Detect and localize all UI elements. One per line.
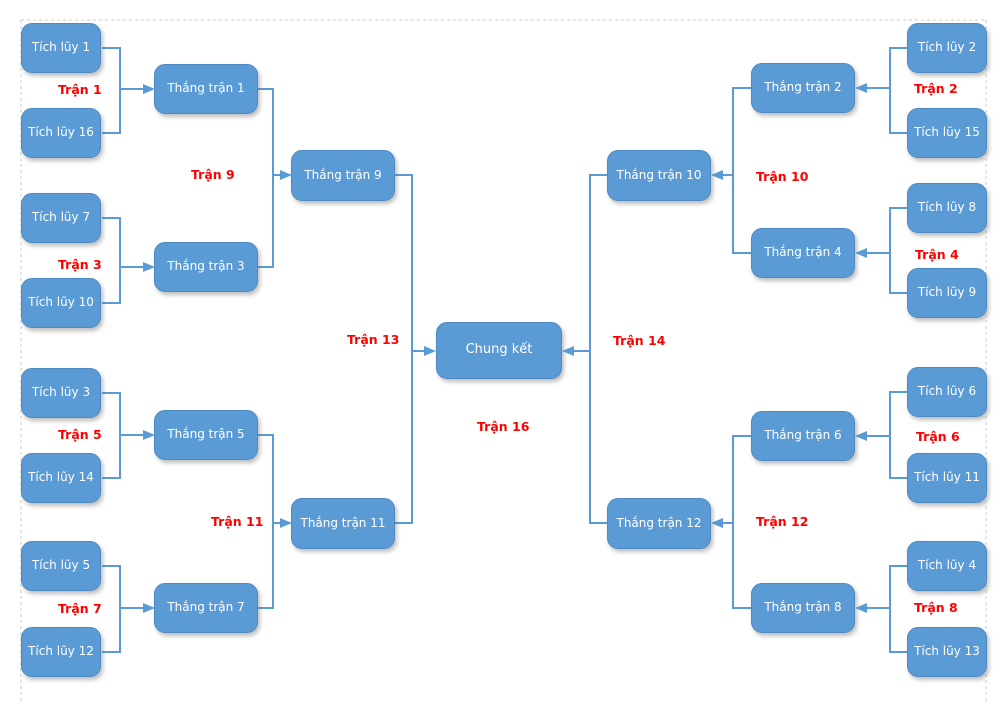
- node-chung-ket[interactable]: Chung kết: [436, 322, 562, 379]
- node-tich-luy-11[interactable]: Tích lũy 11: [907, 453, 987, 503]
- match-label-tran-2: Trận 2: [914, 81, 958, 96]
- node-thang-tran-6[interactable]: Thắng trận 6: [751, 411, 855, 461]
- node-thang-tran-7[interactable]: Thắng trận 7: [154, 583, 258, 633]
- node-thang-tran-5[interactable]: Thắng trận 5: [154, 410, 258, 460]
- node-tich-luy-1[interactable]: Tích lũy 1: [21, 23, 101, 73]
- match-label-tran-8: Trận 8: [914, 600, 958, 615]
- node-tich-luy-10[interactable]: Tích lũy 10: [21, 278, 101, 328]
- node-tich-luy-7[interactable]: Tích lũy 7: [21, 193, 101, 243]
- node-thang-tran-2[interactable]: Thắng trận 2: [751, 63, 855, 113]
- node-thang-tran-12[interactable]: Thắng trận 12: [607, 498, 711, 549]
- node-thang-tran-10[interactable]: Thắng trận 10: [607, 150, 711, 201]
- node-tich-luy-6[interactable]: Tích lũy 6: [907, 367, 987, 417]
- node-tich-luy-13[interactable]: Tích lũy 13: [907, 627, 987, 677]
- node-tich-luy-4[interactable]: Tích lũy 4: [907, 541, 987, 591]
- connector-lines: [102, 47, 907, 653]
- match-label-tran-9: Trận 9: [191, 167, 235, 182]
- node-tich-luy-5[interactable]: Tích lũy 5: [21, 541, 101, 591]
- match-label-tran-12: Trận 12: [756, 514, 809, 529]
- node-tich-luy-16[interactable]: Tích lũy 16: [21, 108, 101, 158]
- node-thang-tran-9[interactable]: Thắng trận 9: [291, 150, 395, 201]
- node-tich-luy-9[interactable]: Tích lũy 9: [907, 268, 987, 318]
- match-label-tran-14: Trận 14: [613, 333, 666, 348]
- node-thang-tran-11[interactable]: Thắng trận 11: [291, 498, 395, 549]
- match-label-tran-6: Trận 6: [916, 429, 960, 444]
- node-thang-tran-8[interactable]: Thắng trận 8: [751, 583, 855, 633]
- node-tich-luy-3[interactable]: Tích lũy 3: [21, 368, 101, 418]
- match-label-tran-3: Trận 3: [58, 257, 102, 272]
- node-tich-luy-8[interactable]: Tích lũy 8: [907, 183, 987, 233]
- match-label-tran-1: Trận 1: [58, 82, 102, 97]
- match-label-tran-16: Trận 16: [477, 419, 530, 434]
- node-tich-luy-15[interactable]: Tích lũy 15: [907, 108, 987, 158]
- match-label-tran-13: Trận 13: [347, 332, 400, 347]
- node-thang-tran-1[interactable]: Thắng trận 1: [154, 64, 258, 114]
- node-tich-luy-14[interactable]: Tích lũy 14: [21, 453, 101, 503]
- match-label-tran-7: Trận 7: [58, 601, 102, 616]
- node-tich-luy-2[interactable]: Tích lũy 2: [907, 23, 987, 73]
- node-thang-tran-3[interactable]: Thắng trận 3: [154, 242, 258, 292]
- node-thang-tran-4[interactable]: Thắng trận 4: [751, 228, 855, 278]
- match-label-tran-4: Trận 4: [915, 247, 959, 262]
- node-tich-luy-12[interactable]: Tích lũy 12: [21, 627, 101, 677]
- match-label-tran-11: Trận 11: [211, 514, 264, 529]
- match-label-tran-10: Trận 10: [756, 169, 809, 184]
- match-label-tran-5: Trận 5: [58, 427, 102, 442]
